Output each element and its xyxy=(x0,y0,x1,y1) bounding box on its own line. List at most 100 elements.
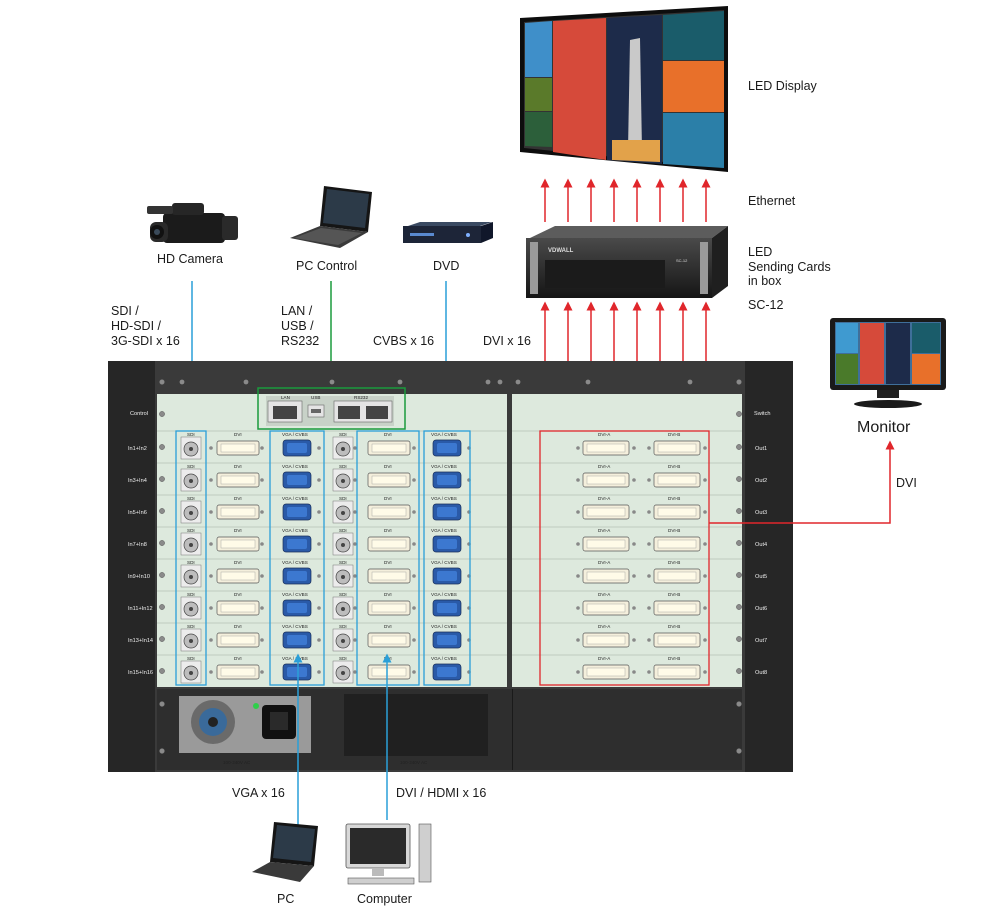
dvi-port-pins xyxy=(586,603,626,613)
mount-screw xyxy=(412,446,416,450)
ethernet-label: Ethernet xyxy=(748,194,796,208)
mount-screw xyxy=(647,574,651,578)
dvi-port-pins xyxy=(657,571,697,581)
port-label: SDI xyxy=(187,624,195,629)
bnc-pin xyxy=(341,671,345,675)
sending-model-label: SC-12 xyxy=(748,298,783,312)
sdi-label-1: SDI / xyxy=(111,304,139,318)
mount-screw xyxy=(209,638,213,642)
camera-icon xyxy=(147,203,238,243)
port-label: VGA / CVBS xyxy=(282,656,308,661)
dvi-port-pins xyxy=(657,635,697,645)
screw xyxy=(159,636,165,642)
port-label: DVI xyxy=(384,464,392,469)
port-label: SDI xyxy=(187,432,195,437)
port-label: SDI xyxy=(339,560,347,565)
dvi-port-pins xyxy=(220,443,256,453)
port-label: DVI xyxy=(234,656,242,661)
output-row-label: Out1 xyxy=(755,446,767,452)
screw xyxy=(736,508,742,514)
port-label: DVI xyxy=(234,528,242,533)
mount-screw xyxy=(209,510,213,514)
screw xyxy=(159,748,165,754)
pc-laptop-icon xyxy=(252,822,318,882)
ethernet-arrows xyxy=(540,178,711,222)
mount-screw xyxy=(260,542,264,546)
control-highlight xyxy=(257,387,406,430)
port-label: DVI-B xyxy=(668,496,680,501)
pc-label: PC xyxy=(277,892,294,906)
port-label: DVI xyxy=(234,560,242,565)
bnc-pin xyxy=(189,511,193,515)
mount-screw xyxy=(353,670,357,674)
port-label: VGA / CVBS xyxy=(431,496,457,501)
port-label: VGA / CVBS xyxy=(431,592,457,597)
port-label: DVI xyxy=(234,496,242,501)
port-label: SDI xyxy=(187,464,195,469)
dvi-port-pins xyxy=(586,475,626,485)
vga-port-face xyxy=(437,667,457,677)
bnc-pin xyxy=(341,447,345,451)
screw xyxy=(329,379,335,385)
screw xyxy=(736,668,742,674)
screw xyxy=(736,572,742,578)
port-label: VGA / CVBS xyxy=(431,624,457,629)
input-row-label: In9+In10 xyxy=(128,574,150,580)
port-label: DVI xyxy=(234,624,242,629)
mount-screw xyxy=(317,478,321,482)
vga-port-face xyxy=(287,603,307,613)
computer-icon xyxy=(345,823,432,885)
screw xyxy=(397,379,403,385)
port-label: VGA / CVBS xyxy=(431,560,457,565)
screw xyxy=(159,508,165,514)
mount-screw xyxy=(412,638,416,642)
bnc-pin xyxy=(189,479,193,483)
port-label: VGA / CVBS xyxy=(282,560,308,565)
screw xyxy=(736,476,742,482)
mount-screw xyxy=(576,670,580,674)
screw xyxy=(736,540,742,546)
screw xyxy=(736,444,742,450)
vga-port-face xyxy=(437,507,457,517)
mount-screw xyxy=(703,446,707,450)
port-label: SDI xyxy=(339,432,347,437)
bnc-pin xyxy=(341,639,345,643)
mount-screw xyxy=(647,638,651,642)
input-row-label: In7+In8 xyxy=(128,542,147,548)
vga-port-face xyxy=(437,571,457,581)
mount-screw xyxy=(412,574,416,578)
mount-screw xyxy=(703,638,707,642)
control-row-label: Control xyxy=(130,411,148,417)
screw xyxy=(736,748,742,754)
switch-row-label: Switch xyxy=(754,411,770,417)
mount-screw xyxy=(209,606,213,610)
pc-control-label: PC Control xyxy=(296,259,357,273)
monitor-icon xyxy=(830,318,946,408)
dvi-port-pins xyxy=(220,571,256,581)
mount-screw xyxy=(632,638,636,642)
dvi-port-pins xyxy=(371,603,407,613)
bnc-pin xyxy=(189,447,193,451)
dvi-port-pins xyxy=(371,443,407,453)
mount-screw xyxy=(353,478,357,482)
screw xyxy=(497,379,503,385)
bnc-pin xyxy=(341,511,345,515)
port-label: SDI xyxy=(339,496,347,501)
port-label: DVI-B xyxy=(668,656,680,661)
port-label: DVI-B xyxy=(668,528,680,533)
input-row-label: In13+In14 xyxy=(128,638,153,644)
port-label: SDI xyxy=(339,656,347,661)
vga-port-face xyxy=(287,507,307,517)
mount-screw xyxy=(576,542,580,546)
dvi-port-pins xyxy=(220,539,256,549)
bnc-pin xyxy=(341,479,345,483)
port-label: DVI-A xyxy=(598,528,611,533)
mount-screw xyxy=(647,606,651,610)
mount-screw xyxy=(353,574,357,578)
port-label: DVI-B xyxy=(668,592,680,597)
vga-label: VGA x 16 xyxy=(232,786,285,800)
mount-screw xyxy=(317,670,321,674)
mount-screw xyxy=(209,446,213,450)
mount-screw xyxy=(632,670,636,674)
